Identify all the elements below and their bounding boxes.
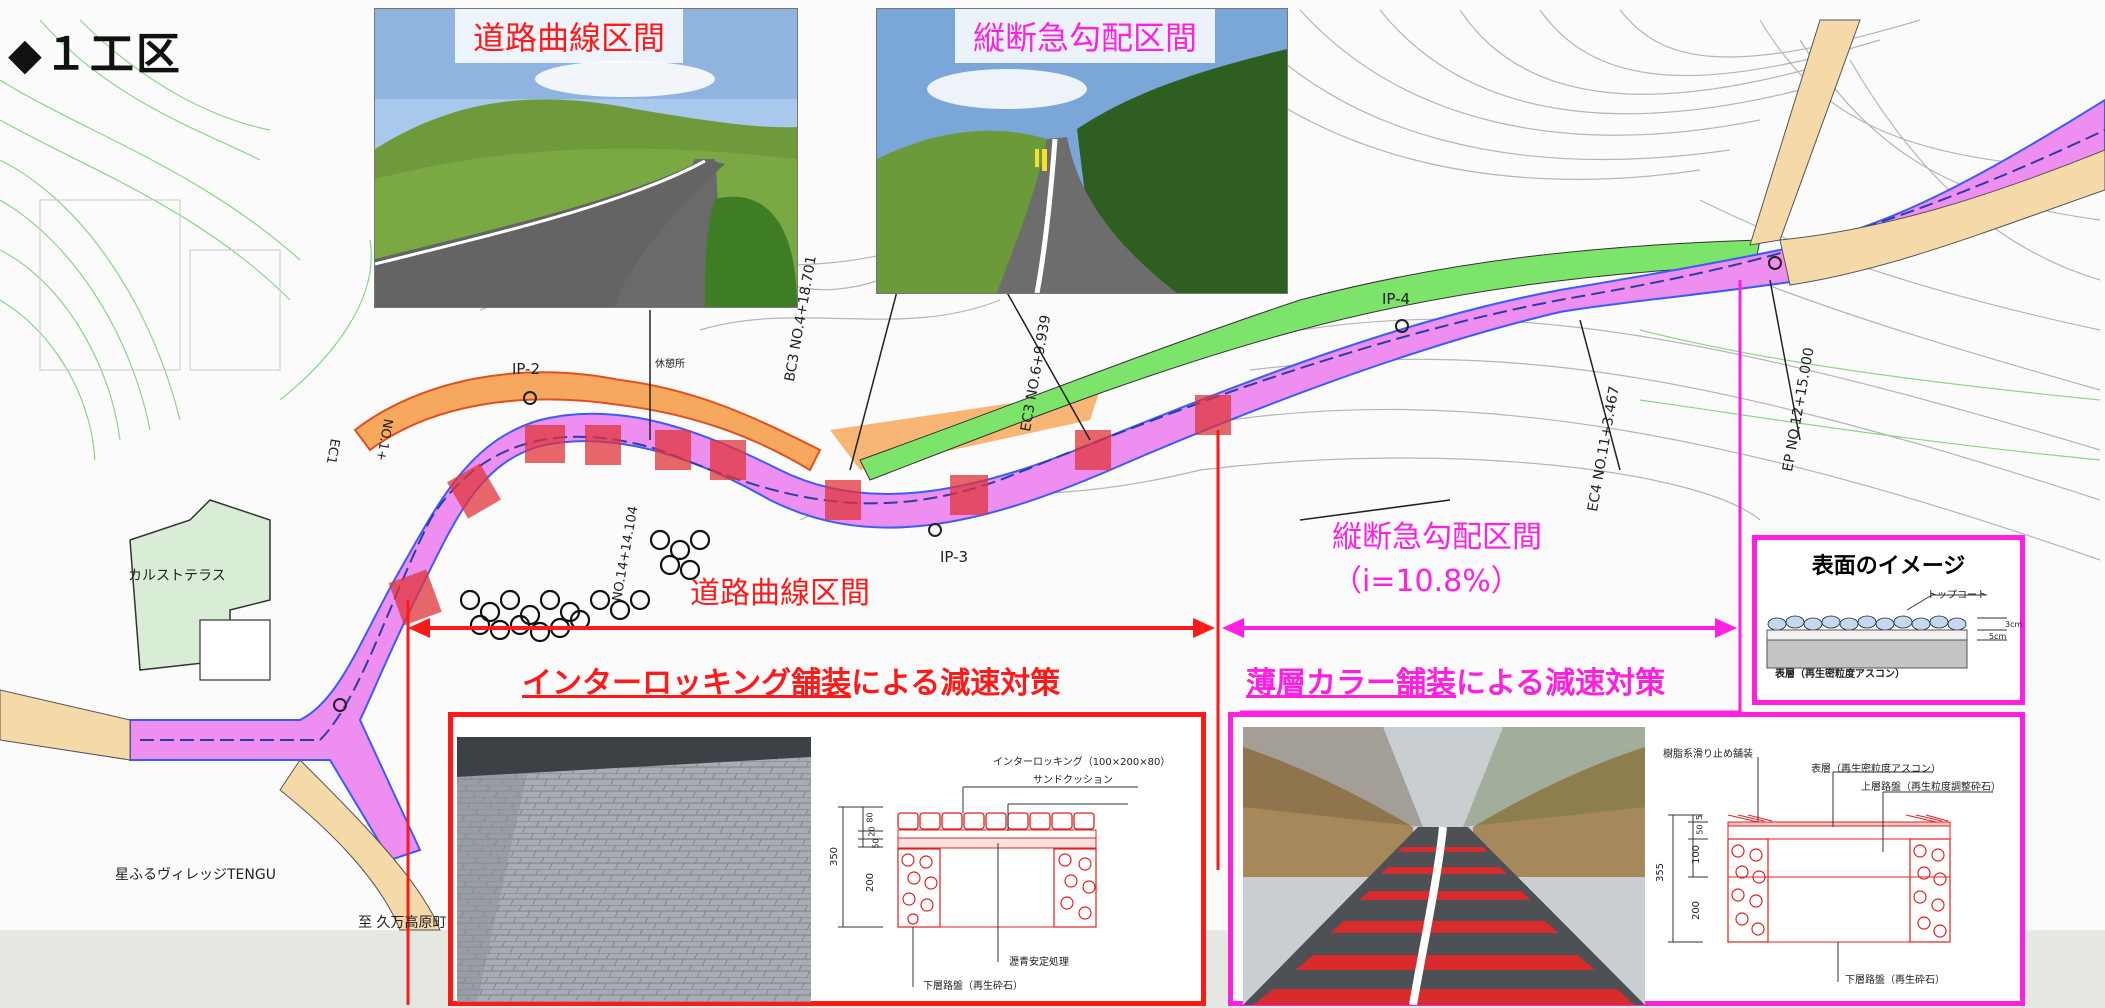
interlocking-cross-section [838, 786, 1138, 987]
cut-area-orange [353, 371, 822, 472]
upper-base-label: 上層路盤（再生粒度調整砕石） [1861, 782, 2001, 793]
slope-grade-label: （i=10.8%） [1332, 564, 1521, 599]
resin-label: 樹脂系滑り止め舗装 [1663, 749, 1753, 760]
dim-50: 50 [871, 838, 881, 849]
surface-base-label: 表層（再生密粒度アスコン） [1775, 669, 1905, 680]
interlocking-photo [457, 737, 811, 1002]
ip3-label: IP-3 [940, 548, 969, 566]
topcoat-label: トップコート [1927, 590, 1987, 601]
village-label: 星ふるヴィレッジTENGU [115, 867, 276, 883]
ip2-label: IP-2 [512, 360, 541, 378]
thin-color-cross-section [1668, 757, 1993, 982]
thin-surface-label: 表層（再生密粒度アスコン） [1811, 764, 1941, 775]
page-title: ◆１工区 [8, 29, 182, 80]
surface-image-box: 表面のイメージ トップコート 表層（再生密粒度アスコン） 3cm 5cm [1752, 535, 2025, 705]
karst-terrace-label: カルストテラス [128, 568, 226, 584]
dim-5: 5 [1695, 814, 1705, 821]
left-contours [0, 19, 2101, 461]
interlocking-caption: インターロッキング舗装による減速対策 [522, 658, 1060, 702]
to-kuma-label: 至 久万高原町 [358, 915, 447, 931]
dim-b-label: 5cm [1989, 632, 2007, 641]
dim-100: 100 [1691, 844, 1703, 865]
thin-color-caption-underlined: 薄層カラー舗装 [1246, 666, 1456, 701]
dim-200-thin: 200 [1691, 900, 1703, 921]
photo-curve-label: 道路曲線区間 [455, 9, 684, 63]
ip4-label: IP-4 [1382, 290, 1411, 308]
karst-terrace-building [129, 499, 271, 671]
surface-diagram [1766, 594, 2007, 669]
lower-base-label: 下層路盤（再生砕石） [1845, 975, 1945, 986]
thin-color-caption-rest: による減速対策 [1456, 666, 1666, 701]
subbase-label: 下層路盤（再生砕石） [923, 981, 1023, 992]
curve-section-label: 道路曲線区間 [690, 576, 870, 611]
dim-a-label: 3cm [2005, 620, 2023, 629]
photo-slope-section: 縦断急勾配区間 [876, 8, 1288, 294]
thin-color-photo [1243, 727, 1645, 1005]
interlocking-detail-box: インターロッキング（100×200×80） サンドクッション 瀝青安定処理 下層… [448, 712, 1206, 1006]
slope-section-label: 縦断急勾配区間 [1332, 520, 1542, 555]
asphalt-treat-label: 瀝青安定処理 [1009, 957, 1069, 968]
thin-color-caption: 薄層カラー舗装による減速対策 [1246, 658, 1665, 702]
interlocking-caption-rest: による減速対策 [851, 666, 1061, 701]
photo-slope-label: 縦断急勾配区間 [955, 9, 1216, 63]
surface-image-title: 表面のイメージ [1811, 554, 1966, 579]
road-slope-photo [877, 9, 1287, 293]
dim-200: 200 [865, 872, 877, 893]
dim-80: 80 [865, 812, 875, 823]
photo-curve-section: 道路曲線区間 [374, 8, 798, 308]
thin-color-detail-box: 樹脂系滑り止め舗装 表層（再生密粒度アスコン） 上層路盤（再生粒度調整砕石） 下… [1228, 712, 2025, 1006]
dim-total-355: 355 [1655, 862, 1667, 883]
dim-20: 20 [867, 826, 877, 837]
rest-area-label: 休憩所 [655, 359, 685, 370]
red-stripes [1253, 847, 1635, 1005]
sand-cushion-label: サンドクッション [1033, 775, 1113, 786]
interlocking-top-label: インターロッキング（100×200×80） [993, 757, 1171, 768]
section-brackets [406, 280, 1742, 1005]
dim-total-350: 350 [829, 846, 841, 867]
interlocking-patches [388, 395, 1231, 626]
interlocking-caption-underlined: インターロッキング舗装 [522, 666, 852, 701]
dim-50-thin: 50 [1695, 824, 1705, 835]
